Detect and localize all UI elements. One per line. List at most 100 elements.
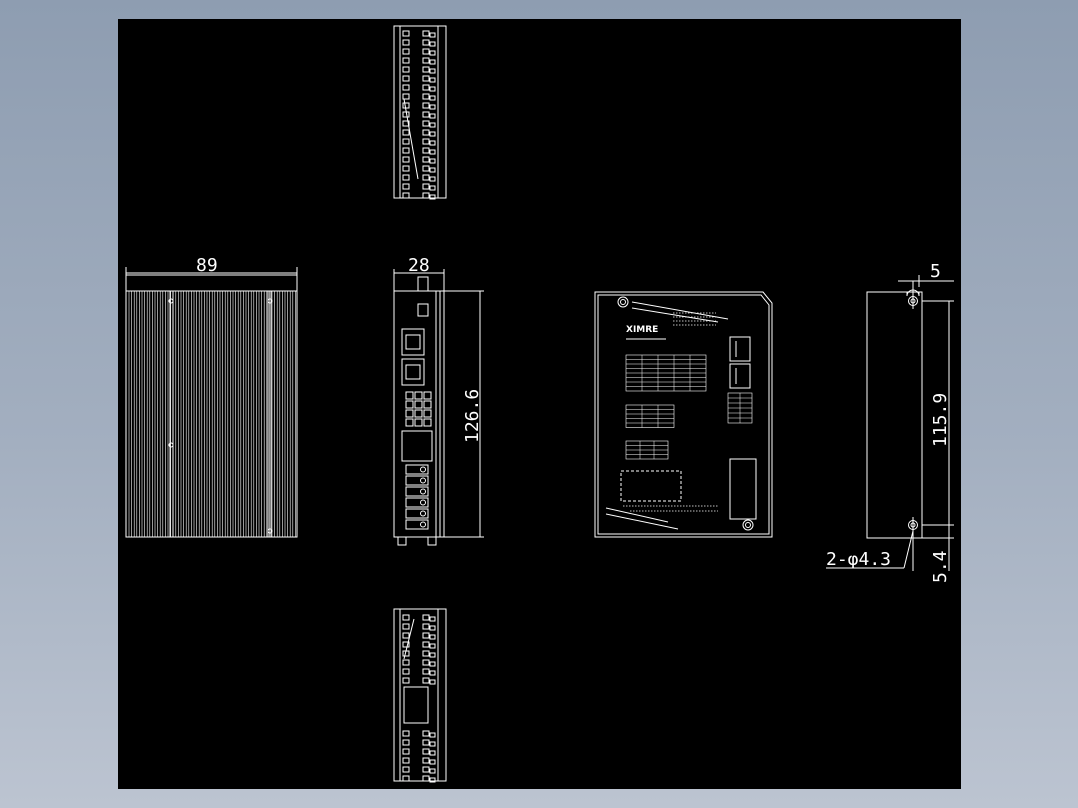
vent-slot [402, 730, 410, 737]
vent-slot [429, 86, 436, 92]
label-table [625, 404, 675, 428]
vent-slot [429, 616, 436, 622]
vent-slot [422, 677, 430, 684]
vent-slot [429, 661, 436, 667]
vent-slot [402, 659, 410, 666]
vent-slot [422, 156, 430, 163]
mount-view: 5 115.9 5.4 2-φ4.3 [826, 261, 954, 583]
vent-slot [429, 634, 436, 640]
top-view [393, 25, 447, 200]
side-view: 89 [125, 255, 298, 538]
vent-slot [429, 679, 436, 685]
front-grid-cell [405, 409, 414, 418]
vent-slot [422, 623, 430, 630]
vent-slot [422, 57, 430, 64]
vent-slot [422, 192, 430, 199]
vent-slot [402, 84, 410, 91]
vent-slot [402, 147, 410, 154]
rj45-port-in-inner [405, 334, 421, 350]
dim-89-text: 89 [196, 255, 218, 276]
vent-slot [402, 632, 410, 639]
vent-slot [422, 48, 430, 55]
vent-slot [402, 111, 410, 118]
vent-slot [402, 183, 410, 190]
label-view-stripe [605, 513, 679, 530]
vent-slot [422, 739, 430, 746]
vent-slot [429, 750, 436, 756]
vent-slot [429, 185, 436, 191]
vent-slot [429, 670, 436, 676]
bottom-view [393, 608, 447, 783]
vent-slot [402, 48, 410, 55]
vent-slot [402, 766, 410, 773]
front-grid-cell [405, 391, 414, 400]
vent-slot [422, 659, 430, 666]
vent-slot [422, 641, 430, 648]
bottom-view-diagonal [403, 618, 415, 660]
dim-5-4-text: 5.4 [930, 550, 951, 583]
vent-slot [422, 183, 430, 190]
vent-slot [422, 668, 430, 675]
front-view-foot-left [397, 536, 407, 546]
vent-slot [422, 147, 430, 154]
cad-drawing: 89 28 126.6 [125, 25, 954, 783]
label-view-stripe [631, 307, 719, 323]
front-grid-cell [423, 391, 432, 400]
front-view-terminal-grid [405, 391, 432, 427]
front-view-top-tab [417, 276, 429, 292]
vent-slot [422, 138, 430, 145]
vent-slot [422, 30, 430, 37]
side-view-top-flange [125, 274, 298, 292]
top-view-outline [393, 25, 447, 199]
screw-terminal-screw [420, 488, 426, 495]
front-grid-cell [414, 409, 423, 418]
vent-slot [402, 650, 410, 657]
label-view-outline [594, 291, 773, 538]
vent-slot [429, 732, 436, 738]
vent-slot [429, 50, 436, 56]
vent-slot [402, 192, 410, 199]
vent-slot [429, 77, 436, 83]
vent-slot [429, 41, 436, 47]
bottom-view-slots [402, 614, 436, 783]
front-view-led-block [417, 303, 429, 317]
label-view-mount-hole-top-inner [620, 299, 626, 305]
vent-slot [402, 39, 410, 46]
front-view-screw-terminals [405, 464, 429, 530]
vent-slot [422, 120, 430, 127]
front-grid-cell [423, 409, 432, 418]
vent-slot [429, 625, 436, 631]
vent-slot [402, 57, 410, 64]
front-view-window [401, 430, 433, 462]
label-port-in [729, 336, 751, 362]
front-grid-cell [405, 418, 414, 427]
rj45-port-in [401, 328, 425, 356]
screw-terminal-screw [420, 499, 426, 506]
label-brand-logo: XIMRE [626, 325, 658, 335]
vent-slot [429, 643, 436, 649]
screw-terminal-screw [420, 477, 426, 484]
vent-slot [402, 129, 410, 136]
vent-slot [402, 66, 410, 73]
vent-slot [429, 176, 436, 182]
side-view-screw [267, 528, 273, 534]
dim-115-text: 115.9 [930, 393, 951, 447]
label-view: XIMRE [594, 291, 773, 538]
vent-slot [422, 730, 430, 737]
vent-slot [422, 650, 430, 657]
cad-viewport[interactable]: 89 28 126.6 [118, 19, 961, 789]
vent-slot [422, 614, 430, 621]
vent-slot [422, 102, 430, 109]
vent-slot [429, 113, 436, 119]
vent-slot [429, 167, 436, 173]
bottom-view-outline [393, 608, 447, 782]
front-grid-cell [423, 400, 432, 409]
dim-5-text: 5 [930, 261, 941, 282]
label-view-mount-hole-top [617, 296, 629, 308]
vent-slot [422, 174, 430, 181]
vent-slot [422, 66, 430, 73]
vent-slot [429, 741, 436, 747]
vent-slot [402, 757, 410, 764]
rj45-port-out-inner [405, 364, 421, 380]
vent-slot [402, 165, 410, 172]
